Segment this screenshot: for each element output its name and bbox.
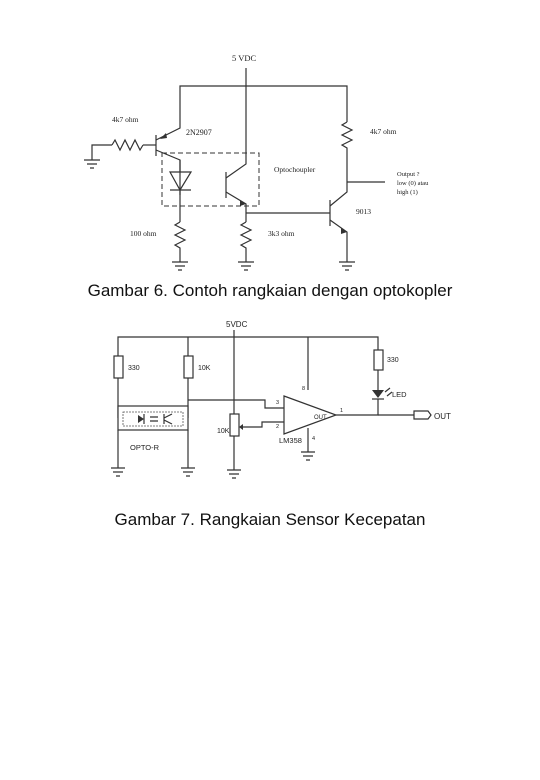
fig6-resistor-base <box>111 138 144 152</box>
fig7-resistor-r3 <box>373 349 384 371</box>
fig7-ground-left <box>111 467 125 477</box>
fig6-resistor-collector <box>340 121 354 178</box>
fig7-ic-label: LM358 <box>279 436 302 445</box>
fig6-ground-emitter <box>238 261 254 271</box>
fig6-r-emitter-label: 3k3 ohm <box>268 229 295 238</box>
fig6-ground-q2 <box>339 261 355 271</box>
figure-7-caption: Gambar 7. Rangkaian Sensor Kecepatan <box>114 510 426 529</box>
fig7-led-label: LED <box>392 390 407 399</box>
fig7-opto-label: OPTO-R <box>130 443 160 452</box>
fig6-top-rail <box>179 85 348 122</box>
fig6-ground-led <box>172 261 188 271</box>
fig7-led-icon <box>372 387 393 404</box>
fig7-pin4-label: 4 <box>312 436 315 442</box>
fig7-pin8-label: 8 <box>302 386 305 392</box>
fig7-potentiometer <box>229 413 240 437</box>
fig6-output-label-1: Output ? <box>397 171 420 178</box>
fig6-resistor-led <box>173 221 187 262</box>
fig6-base-wire <box>91 144 112 152</box>
fig7-ground-ic <box>301 451 315 461</box>
fig7-out-pin-label: OUT <box>314 415 327 421</box>
fig6-r-collector-label: 4k7 ohm <box>370 127 397 136</box>
fig7-signal-wire <box>188 399 284 409</box>
fig7-pin1-label: 1 <box>340 408 343 414</box>
fig6-q2-label: 9013 <box>356 207 371 216</box>
fig7-r2-label: 10K <box>198 365 211 372</box>
fig6-r-base-label: 4k7 ohm <box>112 115 139 124</box>
fig6-resistor-emitter <box>239 221 253 262</box>
fig6-r-led-label: 100 ohm <box>130 229 157 238</box>
fig7-pot-label: 10K <box>217 428 230 435</box>
fig6-ground-left <box>84 152 100 169</box>
figure-6-caption: Gambar 6. Contoh rangkaian dengan optoko… <box>87 281 453 300</box>
fig6-output-label-2: low (0) atau <box>397 180 429 187</box>
fig6-optocoupler-box <box>161 152 260 207</box>
fig7-pot-wiper-wire <box>243 421 284 428</box>
fig6-opto-label: Optochoupler <box>274 165 316 174</box>
fig7-opto-sensor <box>117 405 189 431</box>
fig7-supply-label: 5VDC <box>226 320 248 329</box>
figure-7-speed-sensor-circuit: 5VDC 330 10K OPTO-R <box>111 320 451 479</box>
fig7-output-connector-label: OUT <box>434 412 451 421</box>
figure-6-optocoupler-circuit: 5 VDC 4k7 ohm 2N2907 Optochoupler <box>84 53 429 271</box>
fig7-pin2-label: 2 <box>276 424 279 430</box>
fig7-ground-right <box>181 467 195 477</box>
fig6-opto-led <box>168 160 193 222</box>
fig6-opto-phototransistor <box>225 146 247 222</box>
fig7-pot-wiper-icon <box>239 424 243 430</box>
fig7-output-connector <box>413 410 432 420</box>
fig7-resistor-r1 <box>113 355 124 379</box>
fig7-ground-pot <box>227 469 241 479</box>
fig7-opamp-lm358 <box>283 395 338 435</box>
fig6-output-label-3: high (1) <box>397 189 418 196</box>
fig7-top-rail <box>117 336 379 356</box>
fig6-supply-label: 5 VDC <box>232 53 256 63</box>
fig7-r1-label: 330 <box>128 365 140 372</box>
fig6-q1-label: 2N2907 <box>186 128 212 137</box>
fig7-r3-label: 330 <box>387 357 399 364</box>
fig7-pin3-label: 3 <box>276 400 279 406</box>
fig7-resistor-r2 <box>183 355 194 379</box>
fig6-transistor-q2 <box>329 178 348 262</box>
